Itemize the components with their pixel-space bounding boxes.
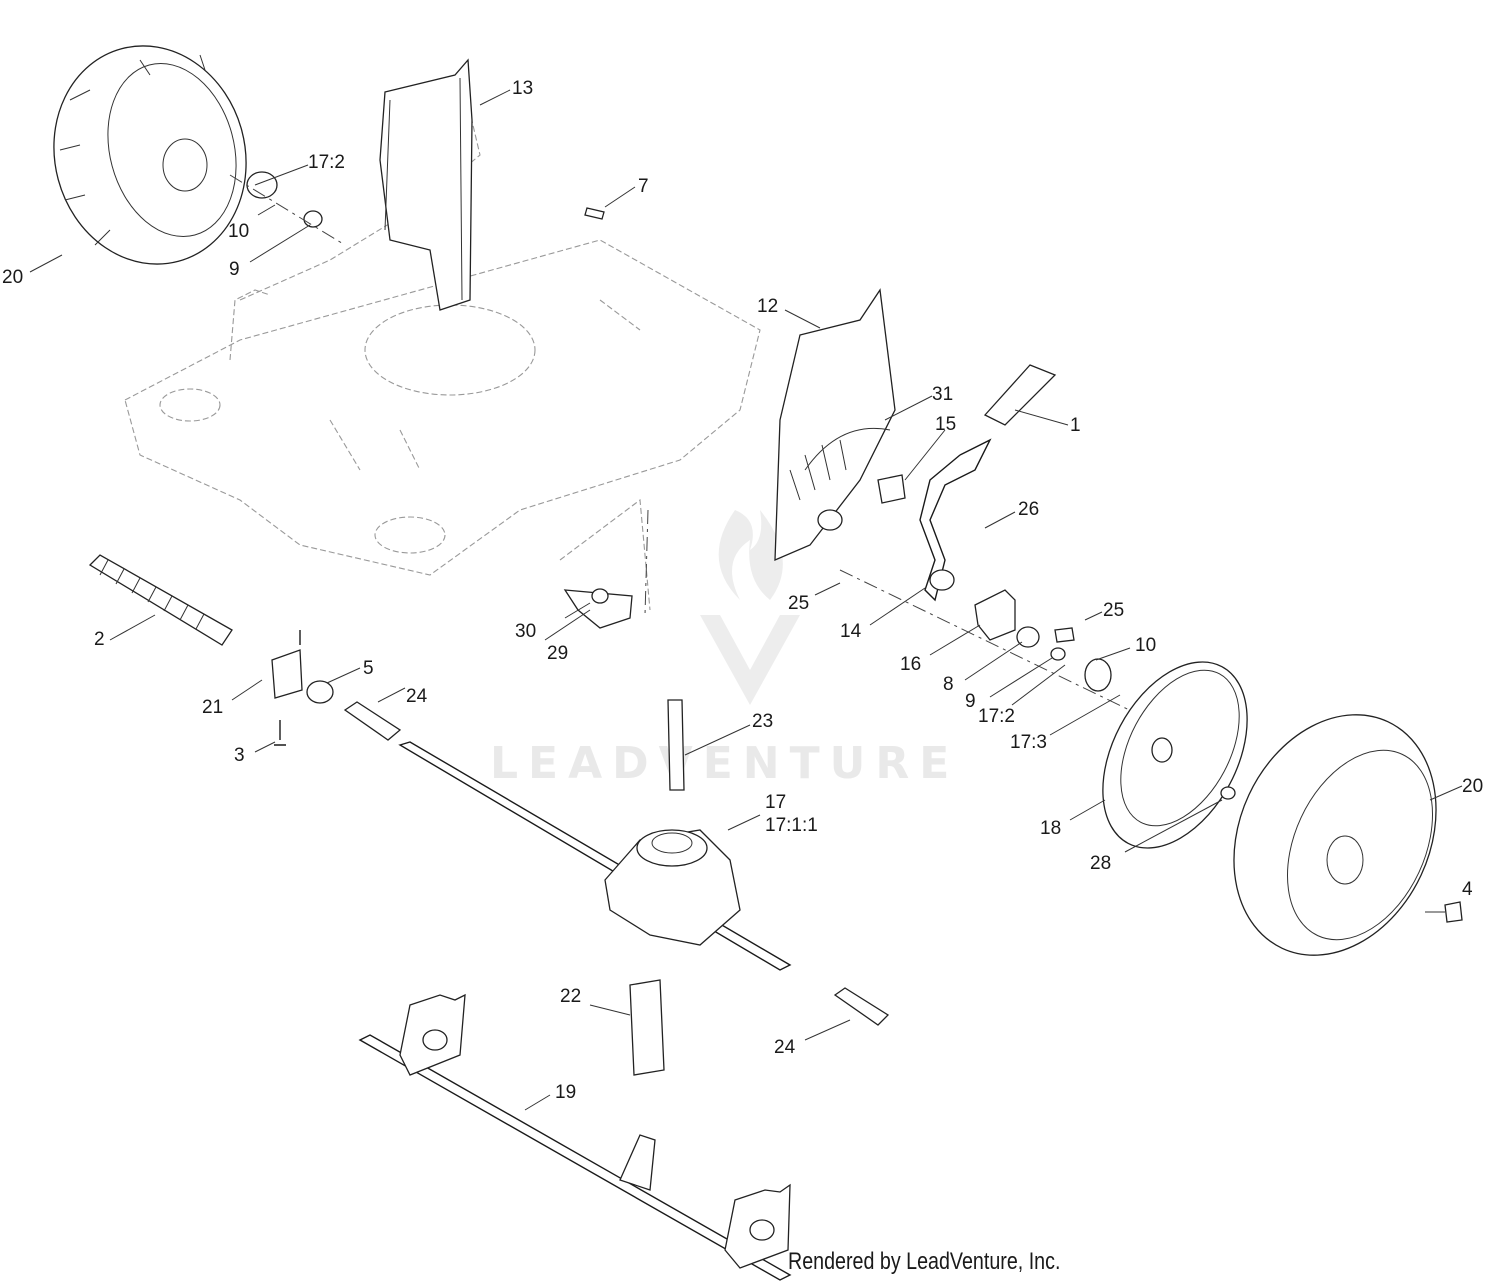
callout-7: 7 (638, 176, 649, 197)
axle-left-parts (271, 630, 402, 746)
callout-14: 14 (840, 621, 862, 642)
callout-17-1-1: 17:1:1 (765, 815, 818, 836)
watermark: LEADVENTURE (490, 510, 959, 789)
callout-19: 19 (555, 1082, 576, 1103)
rear-axle (398, 741, 890, 1026)
callout-29: 29 (547, 643, 568, 664)
pivot-parts-right (839, 569, 1151, 721)
shield-29 (563, 509, 649, 629)
callout-10-left: 10 (228, 221, 249, 242)
callouts: 1 2 3 4 5 7 8 9 9 10 10 12 13 14 15 16 1… (2, 78, 1483, 1103)
callout-28: 28 (1090, 853, 1111, 874)
callout-16: 16 (900, 654, 921, 675)
callout-5: 5 (363, 658, 374, 679)
callout-20-left: 20 (2, 267, 23, 288)
callout-15: 15 (935, 414, 956, 435)
wheel-left (53, 45, 247, 265)
callout-31: 31 (932, 384, 953, 405)
hub-washer-left (229, 171, 346, 246)
callout-4: 4 (1462, 879, 1473, 900)
callout-21: 21 (202, 697, 223, 718)
callout-9-left: 9 (229, 259, 240, 280)
leader-lines (29, 89, 1463, 1111)
callout-23: 23 (752, 711, 773, 732)
handle-lever (877, 364, 1057, 602)
callout-17-2-right: 17:2 (978, 706, 1015, 727)
callout-1: 1 (1070, 415, 1081, 436)
callout-2: 2 (94, 629, 105, 650)
wheel-right (1220, 714, 1463, 956)
extension-springs (629, 699, 685, 1076)
watermark-text: LEADVENTURE (490, 738, 959, 789)
pin-7 (584, 207, 605, 220)
hub-cap-18 (1102, 661, 1248, 849)
callout-17-3: 17:3 (1010, 732, 1047, 753)
height-plate-12 (774, 288, 896, 562)
callout-18: 18 (1040, 818, 1061, 839)
callout-25-left: 25 (788, 593, 809, 614)
callout-24-bottom: 24 (774, 1037, 796, 1058)
callout-26: 26 (1018, 499, 1039, 520)
callout-10-right: 10 (1135, 635, 1156, 656)
footer-credit: Rendered by LeadVenture, Inc. (788, 1248, 1061, 1275)
callout-20-right: 20 (1462, 776, 1483, 797)
callout-3: 3 (234, 745, 245, 766)
mower-deck (124, 69, 761, 611)
front-axle-19 (358, 993, 792, 1281)
callout-25-right: 25 (1103, 600, 1124, 621)
callout-12: 12 (757, 296, 778, 317)
callout-13: 13 (512, 78, 533, 99)
callout-17: 17 (765, 792, 786, 813)
callout-24-top: 24 (406, 686, 428, 707)
callout-30: 30 (515, 621, 536, 642)
callout-9-right: 9 (965, 691, 976, 712)
callout-8: 8 (943, 674, 954, 695)
callout-22: 22 (560, 986, 581, 1007)
bracket-13 (379, 58, 473, 311)
callout-17-2-left: 17:2 (308, 152, 345, 173)
spring-2 (88, 554, 233, 646)
